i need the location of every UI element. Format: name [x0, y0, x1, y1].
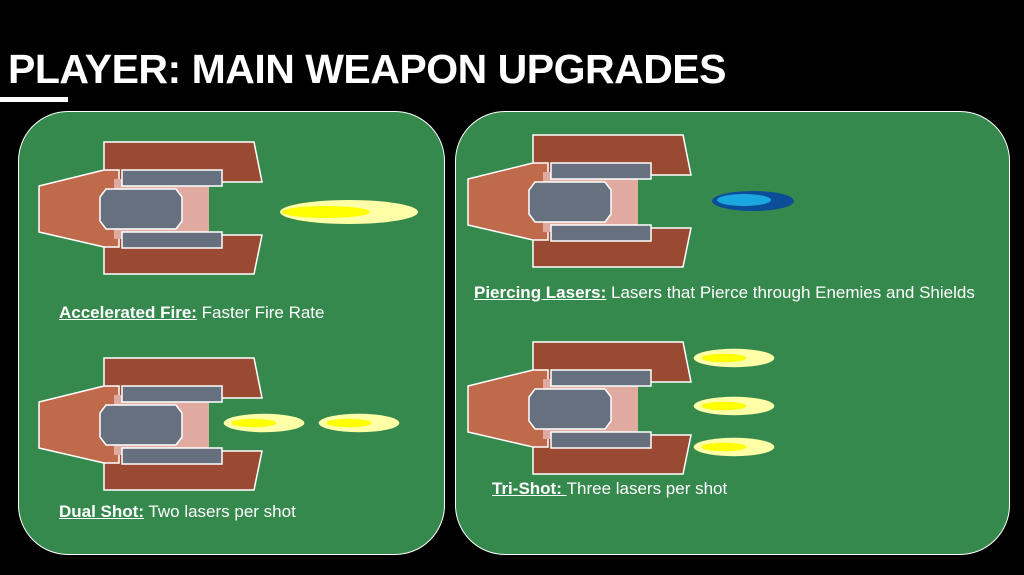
- dual-shot-name: Dual Shot:: [59, 502, 144, 521]
- page-title: PLAYER: MAIN WEAPON UPGRADES: [8, 46, 727, 92]
- title-underline: [0, 97, 68, 102]
- accelerated-fire-description: Faster Fire Rate: [196, 303, 325, 322]
- dual-shot-laser-1: [223, 413, 305, 433]
- tri-shot-laser-1: [693, 348, 775, 368]
- piercing-lasers-name: Piercing Lasers:: [474, 283, 607, 302]
- piercing-laser-shot: [712, 191, 794, 211]
- tri-shot-laser-2: [693, 396, 775, 416]
- piercing-lasers-description: Lasers that Pierce through Enemies and S…: [606, 283, 975, 302]
- piercing-lasers-caption: Piercing Lasers: Lasers that Pierce thro…: [474, 282, 999, 304]
- dual-shot-caption: Dual Shot: Two lasers per shot: [59, 501, 296, 523]
- accelerated-fire-caption: Accelerated Fire: Faster Fire Rate: [59, 302, 325, 324]
- tri-shot-description: Three lasers per shot: [566, 479, 728, 498]
- tri-shot-laser-3: [693, 437, 775, 457]
- dual-shot-description: Two lasers per shot: [144, 502, 296, 521]
- piercing-lasers-ship: [467, 134, 692, 268]
- accelerated-fire-name: Accelerated Fire:: [59, 303, 197, 322]
- accelerated-fire-laser: [280, 200, 418, 224]
- dual-shot-laser-2: [318, 413, 400, 433]
- accelerated-fire-ship: [38, 141, 263, 275]
- tri-shot-name: Tri-Shot:: [492, 479, 567, 498]
- tri-shot-caption: Tri-Shot: Three lasers per shot: [492, 478, 727, 500]
- tri-shot-ship: [467, 341, 692, 475]
